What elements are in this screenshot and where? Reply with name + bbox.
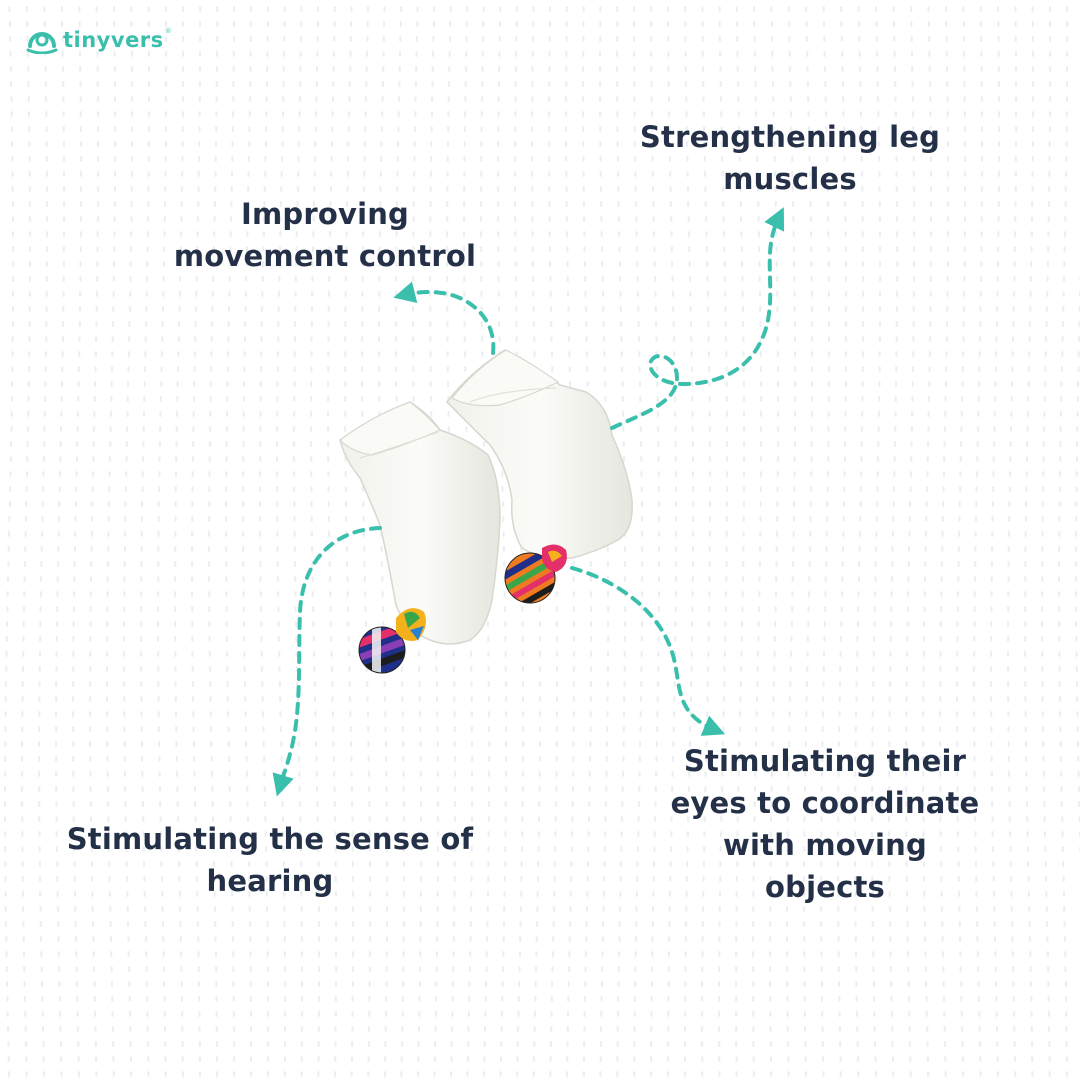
left-rattle-ball-image (358, 608, 426, 674)
arrow-hearing (272, 526, 382, 797)
label-leg-muscles: Strengthening leg muscles (639, 120, 941, 196)
arrow-movement-control (393, 281, 496, 355)
arrow-leg-muscles (610, 207, 785, 430)
right-rattle-ball-image (504, 544, 567, 604)
tinyvers-logo-icon (26, 32, 58, 54)
left-sock-image (339, 401, 501, 645)
registered-mark: ® (164, 27, 172, 35)
brand-logo[interactable]: tinyvers ® (26, 26, 172, 54)
right-sock-image (446, 349, 633, 560)
label-eye-coordination: Stimulating their eyes to coordinate wit… (670, 744, 980, 904)
label-movement-control: Improving movement control (173, 197, 477, 273)
label-hearing: Stimulating the sense of hearing (66, 822, 474, 898)
brand-name: tinyvers (63, 28, 164, 52)
arrow-eye-coordination (570, 566, 726, 736)
